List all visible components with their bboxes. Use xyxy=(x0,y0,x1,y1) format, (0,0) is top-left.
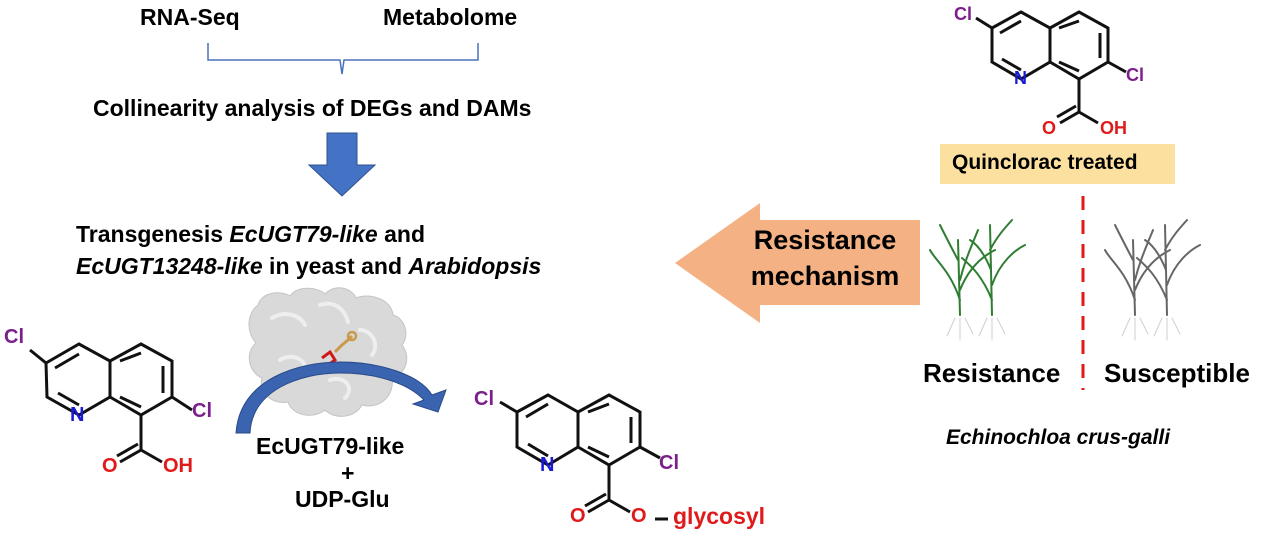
product-cl-7: Cl xyxy=(659,452,679,474)
treatment-cl-7: Cl xyxy=(1126,65,1144,85)
treatment-oh: OH xyxy=(1100,118,1127,138)
reaction-curved-arrow-icon xyxy=(235,361,447,434)
glycosyl-label: glycosyl xyxy=(673,503,766,529)
down-arrow-icon xyxy=(307,132,377,197)
substrate-cl-3: Cl xyxy=(4,326,24,348)
product-n: N xyxy=(540,454,555,476)
cofactor-label: UDP-Glu xyxy=(295,486,390,512)
transgenesis-line-2: EcUGT13248-like in yeast and Arabidopsis xyxy=(76,251,541,281)
metabolome-label: Metabolome xyxy=(383,4,518,30)
collinearity-label: Collinearity analysis of DEGs and DAMs xyxy=(93,95,532,121)
product-cl-3: Cl xyxy=(474,388,494,410)
substrate-n: N xyxy=(70,404,85,426)
quinclorac-treatment-molecule xyxy=(975,10,1127,125)
substrate-cl-7: Cl xyxy=(192,400,212,422)
transgenesis-and: and xyxy=(377,221,425,247)
species-label: Echinochloa crus-galli xyxy=(946,426,1171,449)
transgenesis-hosts: in yeast and xyxy=(262,253,409,279)
resistant-plant-icon xyxy=(929,219,1026,341)
substrate-oh: OH xyxy=(163,455,193,477)
glycosyl-product-molecule xyxy=(499,393,661,514)
susceptible-label: Susceptible xyxy=(1104,358,1250,388)
resistance-label: Resistance xyxy=(923,358,1061,388)
gene-ecugt13248: EcUGT13248-like xyxy=(76,253,263,279)
brace-connector xyxy=(207,43,479,75)
quinclorac-substrate-molecule xyxy=(29,342,193,464)
substrate-o: O xyxy=(102,455,118,477)
treatment-label: Quinclorac treated xyxy=(952,151,1138,174)
mechanism-line-1: Resistance xyxy=(753,225,897,255)
transgenesis-prefix: Transgenesis xyxy=(76,221,230,247)
mechanism-line-2: mechanism xyxy=(750,261,900,291)
mechanism-arrow-label: Resistance mechanism xyxy=(725,222,925,294)
protein-structure-icon xyxy=(248,287,408,417)
transgenesis-line-1: Transgenesis EcUGT79-like and xyxy=(76,219,425,249)
treatment-o: O xyxy=(1042,118,1057,138)
rna-seq-label: RNA-Seq xyxy=(140,4,240,30)
treatment-box xyxy=(940,144,1175,184)
susceptible-plant-icon xyxy=(1104,219,1201,341)
plus-sign: + xyxy=(341,460,355,486)
species-arabidopsis: Arabidopsis xyxy=(408,253,542,279)
enzyme-label: EcUGT79-like xyxy=(256,433,405,459)
treatment-cl-3: Cl xyxy=(954,4,972,24)
product-o-link: O xyxy=(631,505,647,527)
gene-ecugt79: EcUGT79-like xyxy=(229,221,378,247)
product-o: O xyxy=(570,505,586,527)
treatment-n: N xyxy=(1014,68,1027,88)
